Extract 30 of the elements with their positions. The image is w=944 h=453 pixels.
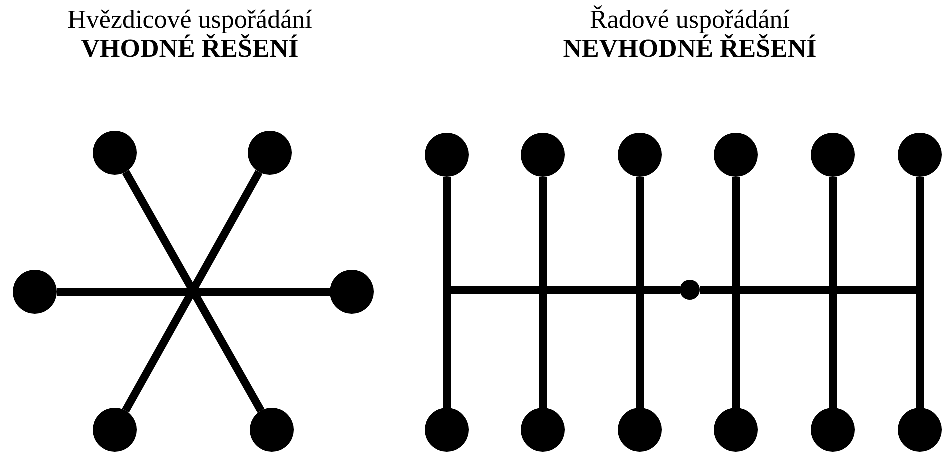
arrangement-heading: Hvězdicové uspořádání (66, 6, 314, 34)
connector-line (539, 177, 547, 408)
joint-dot (425, 133, 469, 177)
connector-line (636, 177, 644, 408)
verdict-heading: VHODNÉ ŘEŠENÍ (80, 34, 300, 64)
joint-dot (250, 408, 294, 452)
joint-dot (618, 133, 662, 177)
joint-dot (13, 270, 57, 314)
joint-dot (93, 131, 137, 175)
joint-dot (898, 133, 942, 177)
connector-line (732, 177, 740, 408)
joint-dot (425, 408, 469, 452)
connector-line (829, 177, 837, 408)
joint-dot (521, 408, 565, 452)
joint-dot (680, 280, 700, 300)
connector-line (57, 288, 330, 296)
joint-dot (521, 133, 565, 177)
joint-dot (811, 408, 855, 452)
arrangement-heading: Řadové uspořádání (588, 6, 791, 34)
joint-dot (714, 133, 758, 177)
connector-line (916, 177, 924, 408)
joint-dot (618, 408, 662, 452)
joint-dot (811, 133, 855, 177)
joint-dot (898, 408, 942, 452)
connector-line (443, 177, 451, 408)
joint-dot (248, 131, 292, 175)
joint-dot (330, 270, 374, 314)
verdict-heading: NEVHODNÉ ŘEŠENÍ (562, 34, 818, 64)
joint-dot (714, 408, 758, 452)
joint-dot (93, 408, 137, 452)
